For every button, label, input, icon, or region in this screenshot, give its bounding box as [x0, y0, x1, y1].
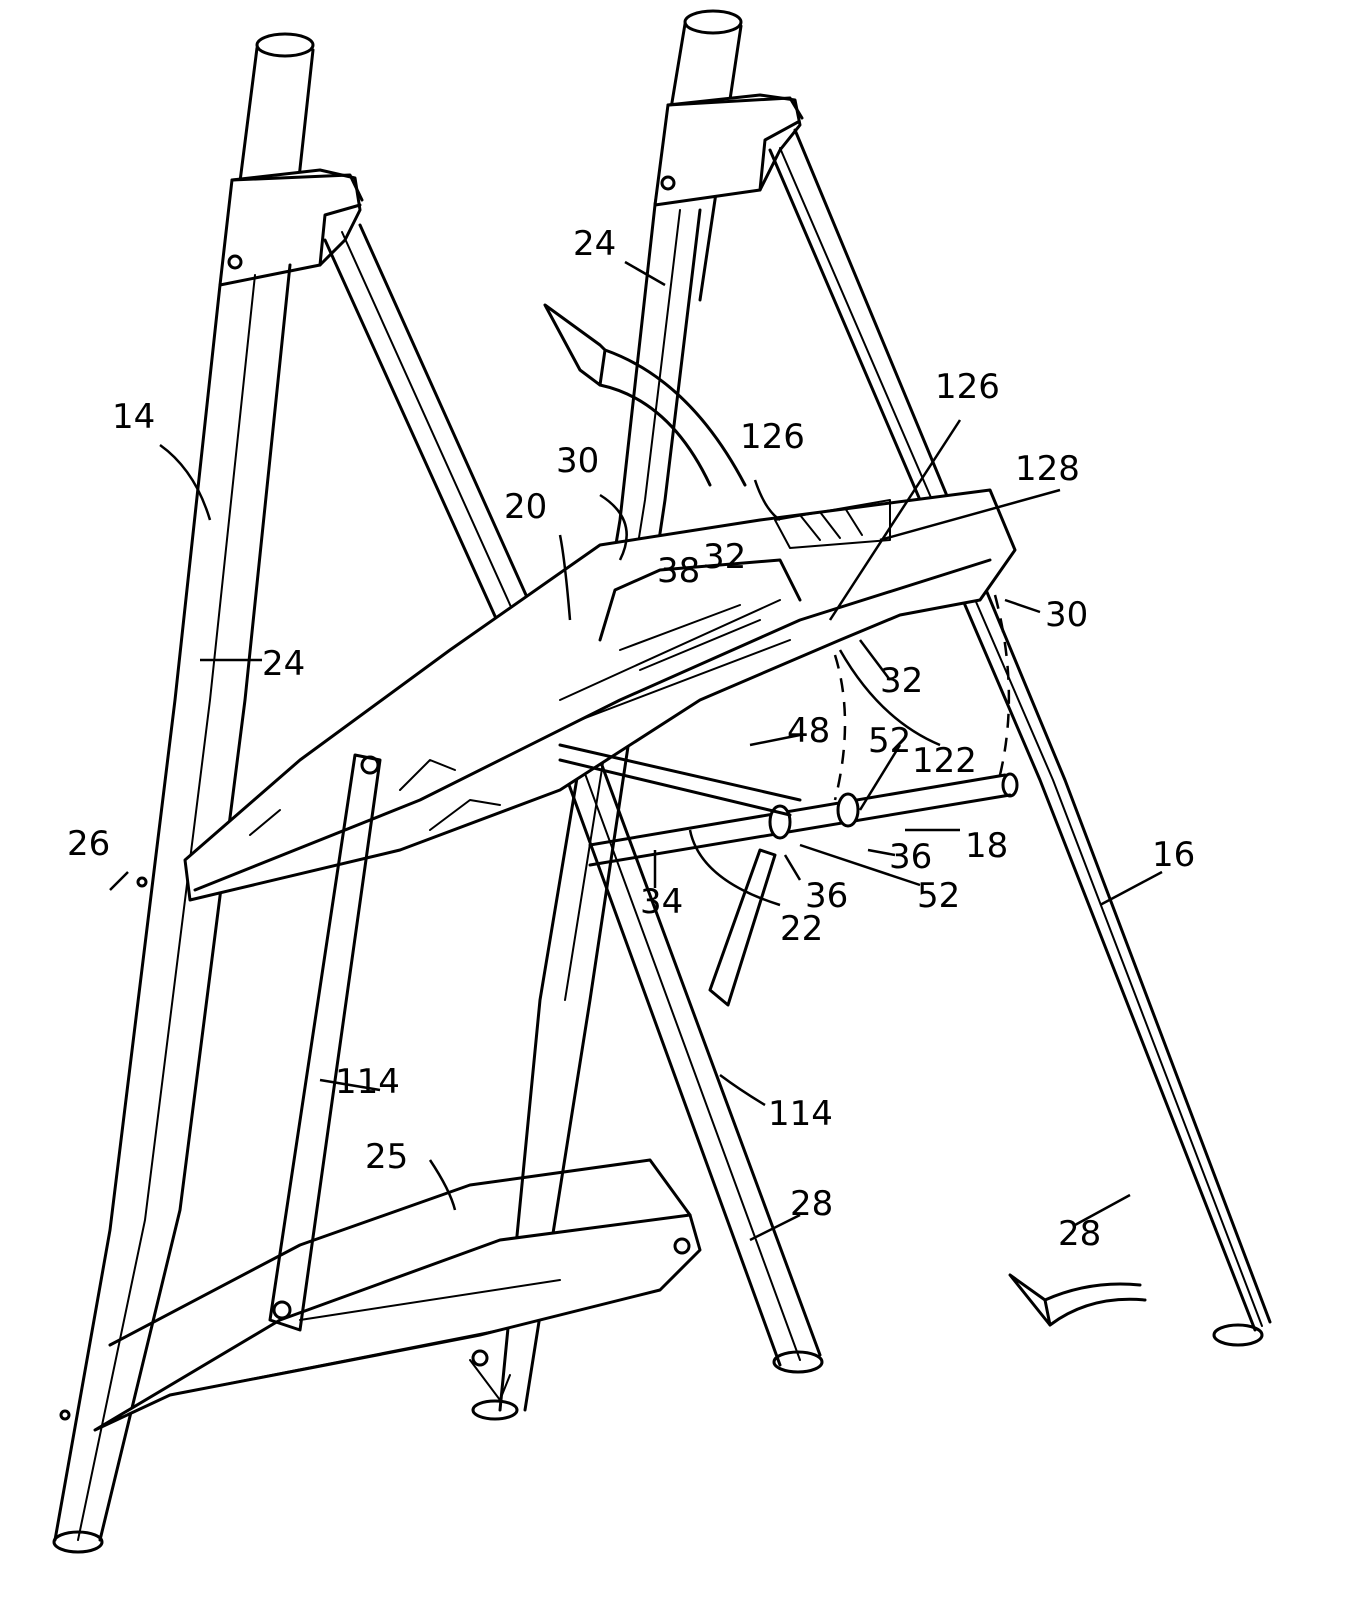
label-28-right: 28 — [1058, 1214, 1101, 1254]
label-114-right: 114 — [768, 1094, 833, 1134]
label-48: 48 — [787, 711, 830, 751]
rear-frame — [471, 9, 1272, 1421]
rod — [558, 743, 1019, 867]
label-126-top: 126 — [935, 367, 1000, 407]
swing-path-2 — [993, 594, 1011, 776]
label-14: 14 — [112, 397, 155, 437]
label-22: 22 — [780, 909, 823, 949]
label-28-mid: 28 — [790, 1184, 833, 1224]
label-24-top: 24 — [573, 224, 616, 264]
label-126-mid: 126 — [740, 417, 805, 457]
label-32-right: 32 — [880, 661, 923, 701]
label-32-left: 32 — [703, 537, 746, 577]
leader-lines — [109, 260, 1163, 1242]
label-30-left: 30 — [556, 441, 599, 481]
label-122: 122 — [912, 741, 977, 781]
label-34: 34 — [640, 882, 683, 922]
label-52-bottom: 52 — [917, 876, 960, 916]
lower-step — [93, 1158, 702, 1432]
fold-up-arrow — [543, 303, 747, 487]
label-25: 25 — [365, 1137, 408, 1177]
swing-path-1 — [833, 654, 847, 801]
label-52-top: 52 — [868, 721, 911, 761]
label-30-right: 30 — [1045, 595, 1088, 635]
links — [268, 753, 777, 1332]
label-36-left: 36 — [805, 876, 848, 916]
reference-labels: 14 24 24 16 26 20 30 126 126 128 38 32 3… — [67, 224, 1195, 1254]
label-24-left: 24 — [262, 644, 305, 684]
label-128: 128 — [1015, 449, 1080, 489]
label-16: 16 — [1152, 835, 1195, 875]
label-20: 20 — [504, 487, 547, 527]
label-114-left: 114 — [335, 1062, 400, 1102]
label-18: 18 — [965, 826, 1008, 866]
fold-in-arrow — [1008, 1273, 1147, 1327]
label-26: 26 — [67, 824, 110, 864]
label-36-right: 36 — [889, 837, 932, 877]
label-38: 38 — [657, 551, 700, 591]
front-frame — [52, 32, 824, 1554]
